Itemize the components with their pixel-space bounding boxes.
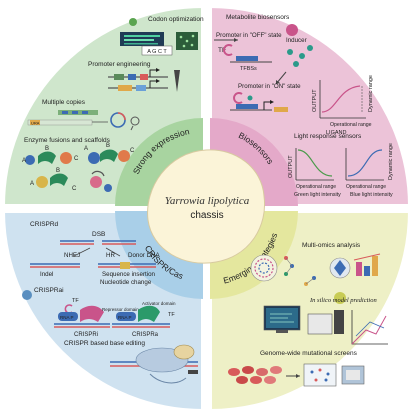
- label-in-silico: In silico model prediction: [309, 297, 377, 304]
- ura-label: URA: [31, 121, 40, 126]
- svg-text:Indel: Indel: [40, 271, 53, 278]
- green-light-label: Green light intensity: [294, 192, 341, 198]
- multiple-copies-graphic: URA: [27, 110, 140, 131]
- label-base-editing: CRISPR based base editing: [64, 340, 145, 347]
- promoter-off-graphic: TF TFBSs: [214, 38, 313, 85]
- svg-text:A: A: [22, 158, 26, 164]
- ligand-dynamic-range: Dynamic range: [368, 75, 374, 112]
- dsb-repair-graphic: DSB NHEJ HR Donor DNA Indel Sequence ins…: [30, 231, 161, 286]
- label-promoter-off: Promoter in "OFF" state: [216, 32, 282, 39]
- codon-letters: A G C T: [147, 49, 167, 55]
- svg-text:TF: TF: [218, 47, 226, 54]
- label-promoter-on: Promoter in "ON" state: [238, 83, 301, 90]
- codon-letters-box: [141, 45, 173, 56]
- label-tfbss: TFBSs: [240, 66, 257, 72]
- label-light-response-sensors: Light response sensors: [294, 133, 362, 140]
- svg-text:C: C: [130, 148, 135, 154]
- svg-text:Dynamic range: Dynamic range: [388, 143, 394, 180]
- label-genome-wide: Genome-wide mutational screens: [260, 350, 358, 357]
- label-multi-omics: Multi-omics analysis: [302, 242, 361, 249]
- svg-text:Activator domain: Activator domain: [142, 301, 176, 306]
- label-inducer: Inducer: [286, 37, 307, 44]
- marker-crispr: [22, 290, 32, 300]
- svg-text:C: C: [74, 156, 79, 162]
- green-light-chart: OUTPUT Operational range Green light int…: [288, 148, 341, 198]
- promoter-engineering-graphic: [108, 68, 180, 92]
- label-promoter-engineering: Promoter engineering: [88, 61, 151, 68]
- svg-text:RNA P: RNA P: [60, 315, 74, 320]
- marker-strong-expression: [129, 18, 137, 26]
- ligand-axis-label: LIGAND: [326, 130, 347, 136]
- label-crispra: CRISPRa: [132, 332, 159, 338]
- svg-text:C: C: [72, 186, 77, 192]
- svg-text:Donor DNA: Donor DNA: [128, 252, 161, 259]
- enzyme-fusions-graphic: A B C A B C A B C: [22, 143, 135, 192]
- genome-wide-graphic: [228, 363, 365, 387]
- svg-text:B: B: [106, 143, 110, 149]
- svg-text:RNA P: RNA P: [118, 315, 132, 320]
- svg-text:A: A: [84, 146, 88, 152]
- crispri-crispra-graphic: TF RNA P Repressor domain CRISPRi RNA P …: [54, 298, 176, 338]
- promoter-on-graphic: [230, 92, 288, 112]
- label-metabolite-biosensors: Metabolite biosensors: [226, 14, 290, 21]
- svg-text:Sequence insertion: Sequence insertion: [102, 271, 156, 278]
- svg-text:B: B: [56, 168, 60, 174]
- label-crispr-d: CRISPRd: [30, 221, 59, 228]
- svg-text:DSB: DSB: [92, 231, 105, 238]
- marker-biosensors: [286, 24, 298, 36]
- base-editing-graphic: [110, 344, 198, 384]
- label-crispri: CRISPRi: [74, 332, 98, 338]
- svg-text:Operational range: Operational range: [346, 184, 386, 190]
- svg-text:Nucleotide change: Nucleotide change: [100, 279, 152, 286]
- svg-text:HR: HR: [106, 252, 115, 259]
- svg-text:TF: TF: [168, 312, 175, 318]
- chassis-title: Yarrowia lipolytica: [165, 195, 250, 207]
- in-silico-graphic: [263, 305, 388, 345]
- label-crisprai: CRISPRai: [34, 287, 64, 294]
- ligand-response-chart: OUTPUT Dynamic range Operational range L…: [312, 75, 374, 136]
- svg-text:Operational range: Operational range: [296, 184, 336, 190]
- svg-text:OUTPUT: OUTPUT: [288, 155, 294, 178]
- svg-text:TF: TF: [72, 298, 79, 304]
- chassis-subtitle: chassis: [190, 210, 223, 221]
- label-codon-optimization: Codon optimization: [148, 16, 204, 23]
- svg-text:A: A: [30, 181, 34, 187]
- ligand-output-label: OUTPUT: [312, 89, 318, 112]
- ligand-operational-range: Operational range: [330, 122, 372, 128]
- svg-text:Repressor domain: Repressor domain: [102, 307, 139, 312]
- multi-omics-graphic: [250, 253, 381, 286]
- chassis-cell: [147, 149, 266, 264]
- marker-emerging: [334, 292, 346, 304]
- blue-light-chart: Dynamic range Operational range Blue lig…: [345, 143, 394, 198]
- blue-light-label: Blue light intensity: [350, 192, 393, 198]
- label-multiple-copies: Multiple copies: [42, 99, 86, 106]
- svg-text:NHEJ: NHEJ: [64, 252, 80, 259]
- svg-text:B: B: [45, 146, 49, 152]
- label-enzyme-fusions: Enzyme fusions and scaffolds: [24, 137, 111, 144]
